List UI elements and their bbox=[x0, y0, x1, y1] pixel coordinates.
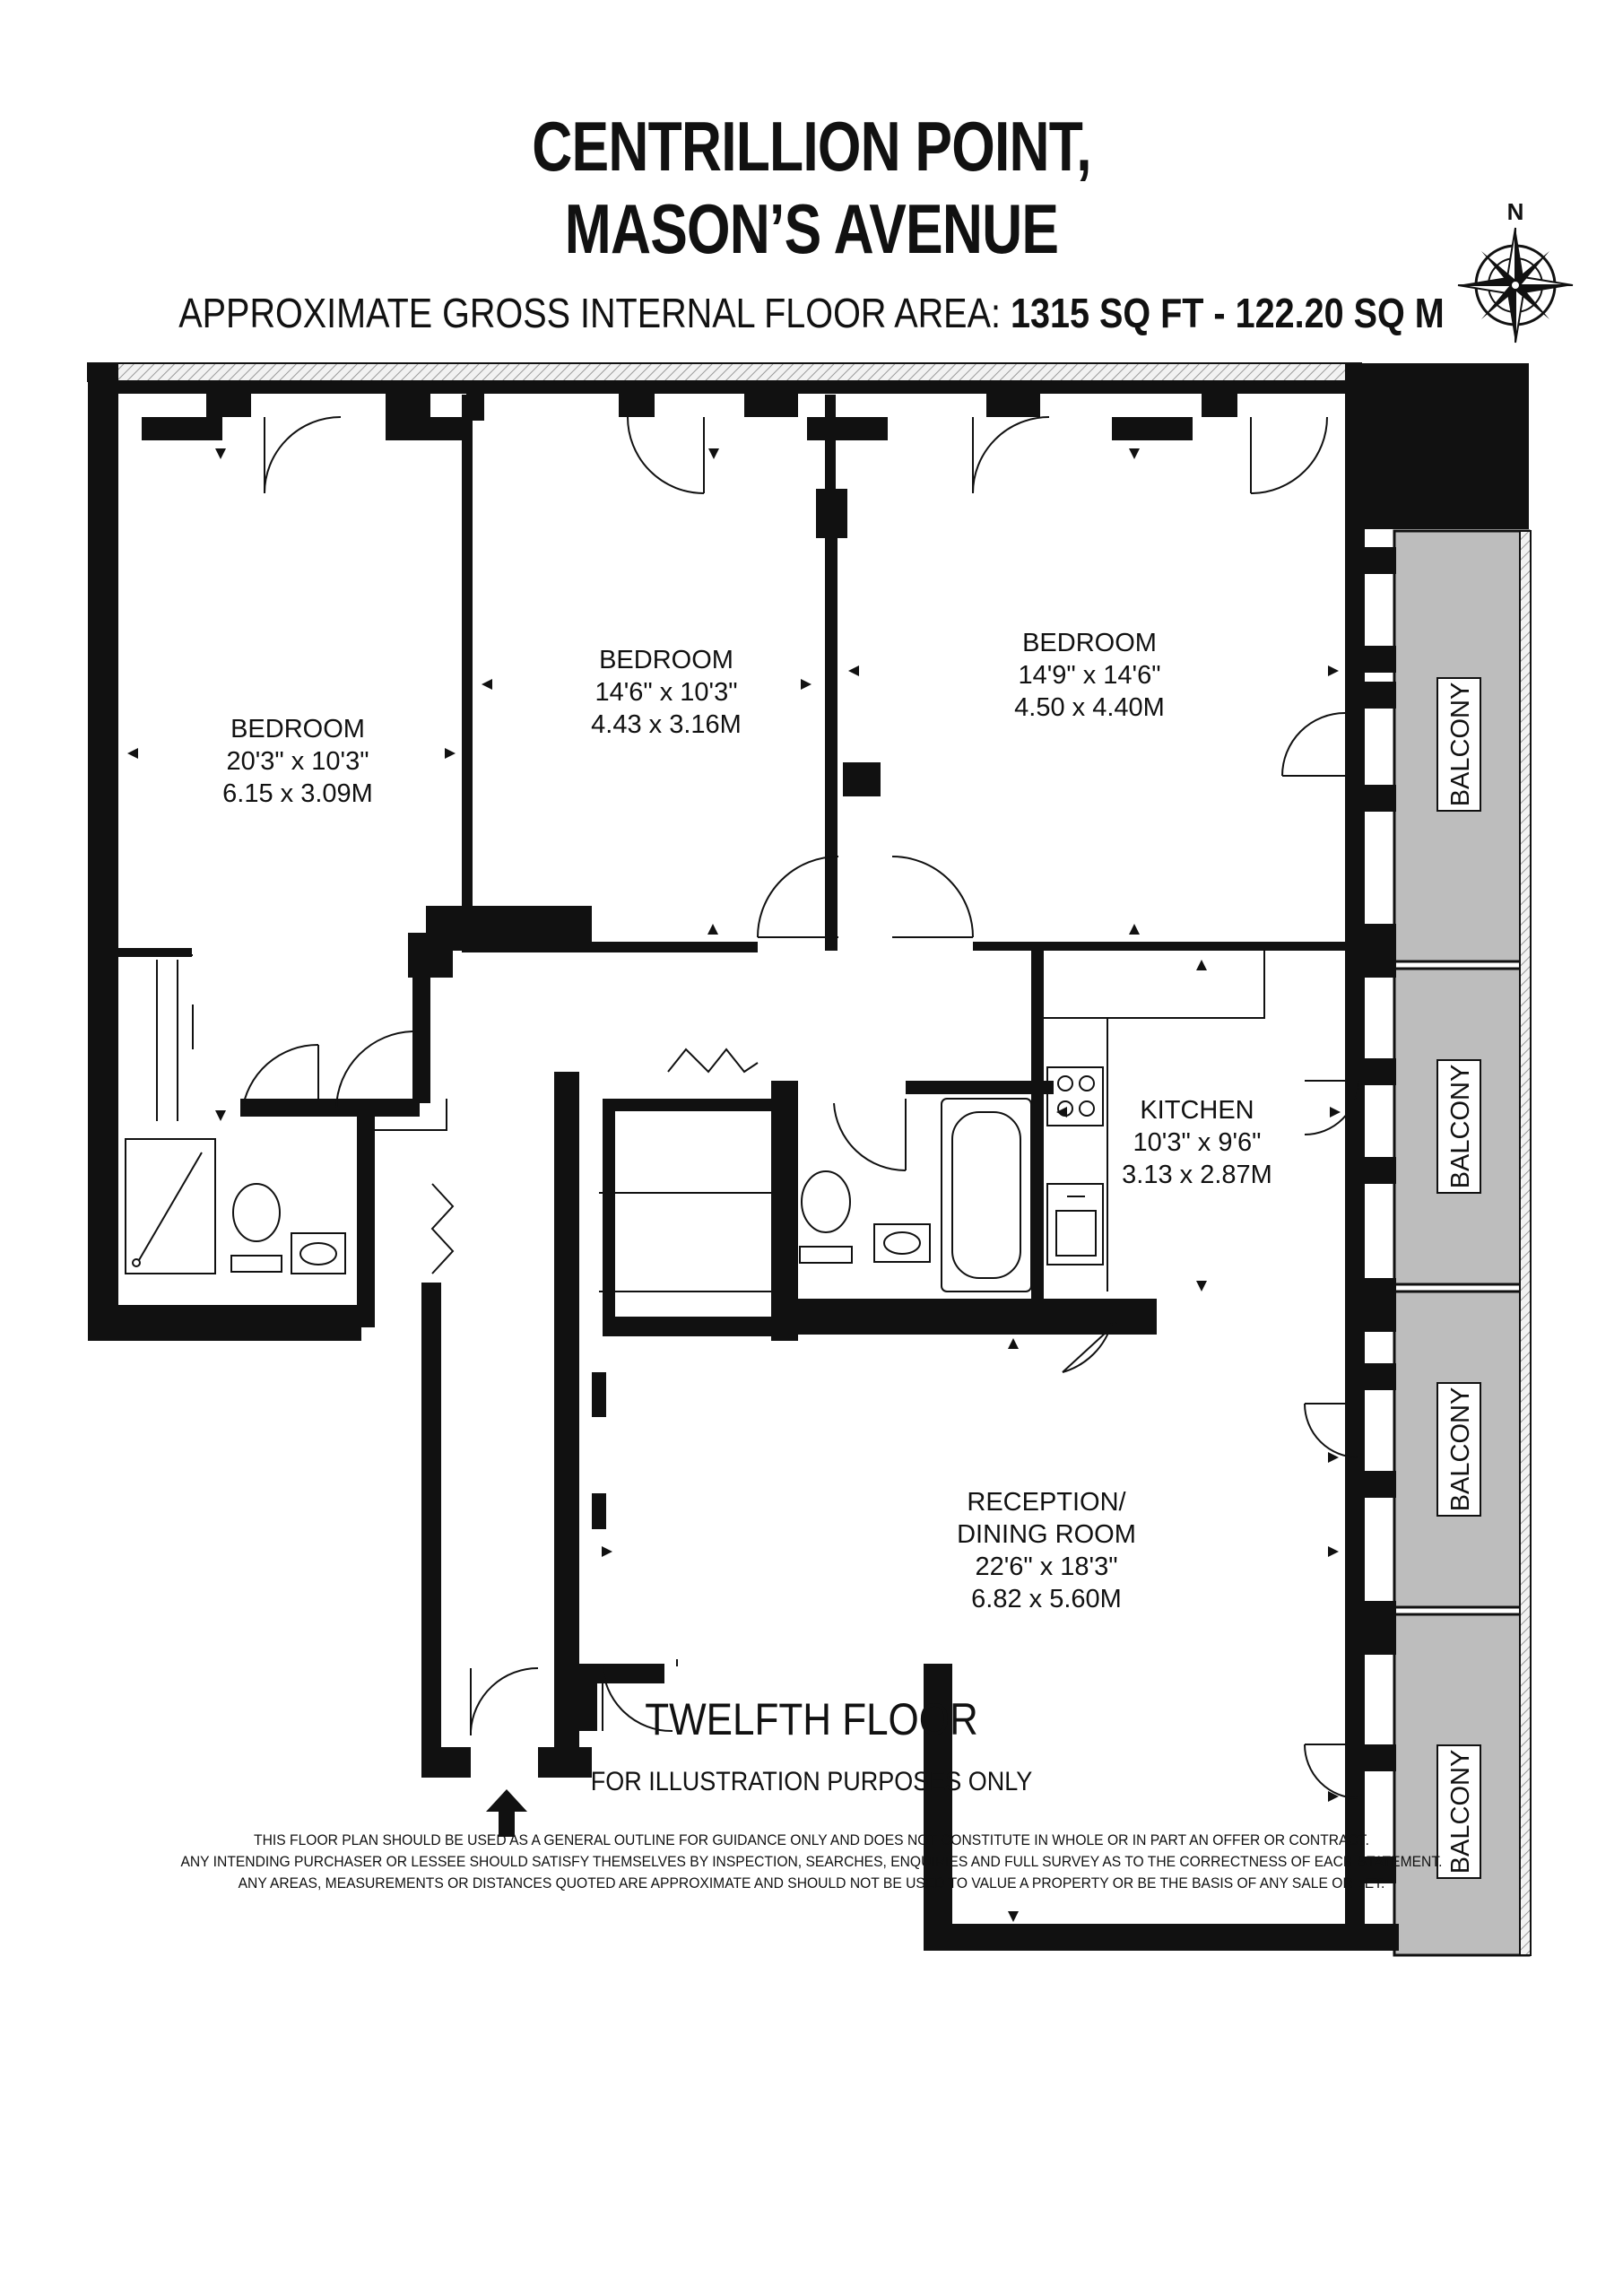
svg-text:BEDROOM: BEDROOM bbox=[1022, 629, 1157, 657]
door-swings bbox=[241, 416, 1359, 1799]
svg-text:14'6" x 10'3": 14'6" x 10'3" bbox=[595, 678, 737, 707]
room-label-bedroom-2: BEDROOM 14'6" x 10'3" 4.43 x 3.16M bbox=[591, 646, 742, 739]
floor-name: TWELFTH FLOOR bbox=[645, 1694, 978, 1744]
svg-text:BALCONY: BALCONY bbox=[1446, 1750, 1475, 1874]
compass-rose-icon bbox=[1457, 227, 1574, 344]
walls bbox=[87, 362, 1529, 1951]
disclaimer-line-1: THIS FLOOR PLAN SHOULD BE USED AS A GENE… bbox=[254, 1831, 1369, 1848]
balcony-label-1: BALCONY bbox=[1436, 677, 1481, 812]
svg-text:BALCONY: BALCONY bbox=[1446, 683, 1475, 807]
svg-text:6.82 x 5.60M: 6.82 x 5.60M bbox=[971, 1585, 1122, 1613]
property-title-line-2: MASON’S AVENUE bbox=[564, 189, 1059, 268]
entrance-arrow-icon bbox=[486, 1789, 527, 1837]
disclaimer-line-2: ANY INTENDING PURCHASER OR LESSEE SHOULD… bbox=[180, 1853, 1443, 1870]
svg-text:14'9" x 14'6": 14'9" x 14'6" bbox=[1018, 661, 1160, 690]
room-label-bedroom-1: BEDROOM 20'3" x 10'3" 6.15 x 3.09M bbox=[222, 715, 373, 808]
room-label-reception: RECEPTION/ DINING ROOM 22'6" x 18'3" 6.8… bbox=[957, 1488, 1136, 1613]
svg-text:DINING ROOM: DINING ROOM bbox=[957, 1520, 1136, 1549]
floor-area-sqft: 1315 SQ FT bbox=[1010, 290, 1204, 336]
svg-text:4.43 x 3.16M: 4.43 x 3.16M bbox=[591, 710, 742, 739]
floor-area-sqm: 122.20 SQ M bbox=[1235, 290, 1445, 336]
disclaimer-line-3: ANY AREAS, MEASUREMENTS OR DISTANCES QUO… bbox=[238, 1874, 1385, 1892]
balcony-label-4: BALCONY bbox=[1436, 1744, 1481, 1879]
svg-text:BEDROOM: BEDROOM bbox=[230, 715, 365, 744]
illustration-note: FOR ILLUSTRATION PURPOSES ONLY bbox=[590, 1767, 1033, 1796]
svg-text:20'3" x 10'3": 20'3" x 10'3" bbox=[226, 747, 369, 776]
property-title-line-1: CENTRILLION POINT, bbox=[532, 107, 1091, 186]
balcony-label-3: BALCONY bbox=[1436, 1382, 1481, 1517]
svg-text:BALCONY: BALCONY bbox=[1446, 1387, 1475, 1512]
svg-text:BEDROOM: BEDROOM bbox=[599, 646, 733, 674]
room-label-bedroom-3: BEDROOM 14'9" x 14'6" 4.50 x 4.40M bbox=[1014, 629, 1165, 722]
svg-text:10'3" x 9'6": 10'3" x 9'6" bbox=[1133, 1128, 1262, 1157]
balconies bbox=[1393, 529, 1532, 1957]
svg-text:3.13 x 2.87M: 3.13 x 2.87M bbox=[1122, 1161, 1272, 1189]
floor-area-separator: - bbox=[1213, 290, 1226, 336]
svg-text:22'6" x 18'3": 22'6" x 18'3" bbox=[975, 1552, 1117, 1581]
svg-text:4.50 x 4.40M: 4.50 x 4.40M bbox=[1014, 693, 1165, 722]
floor-area-line: APPROXIMATE GROSS INTERNAL FLOOR AREA: 1… bbox=[114, 289, 1510, 337]
dimension-markers bbox=[127, 448, 1341, 1922]
svg-text:KITCHEN: KITCHEN bbox=[1140, 1096, 1254, 1125]
svg-text:6.15 x 3.09M: 6.15 x 3.09M bbox=[222, 779, 373, 808]
fixture-lines bbox=[118, 951, 1265, 1666]
room-label-kitchen: KITCHEN 10'3" x 9'6" 3.13 x 2.87M bbox=[1122, 1096, 1272, 1189]
svg-text:RECEPTION/: RECEPTION/ bbox=[967, 1488, 1126, 1517]
svg-text:BALCONY: BALCONY bbox=[1446, 1065, 1475, 1189]
compass-north-label: N bbox=[1507, 198, 1524, 225]
floor-area-label: APPROXIMATE GROSS INTERNAL FLOOR AREA: bbox=[178, 290, 1001, 336]
balcony-label-2: BALCONY bbox=[1436, 1059, 1481, 1194]
